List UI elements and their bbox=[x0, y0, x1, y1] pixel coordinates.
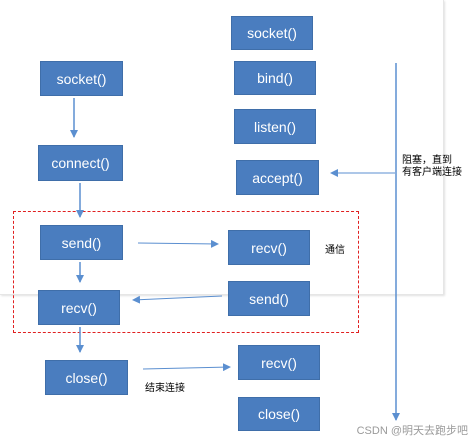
server-accept-label: accept() bbox=[252, 169, 303, 186]
server-bind-label: bind() bbox=[257, 70, 293, 86]
blocking-annotation-line1: 阻塞，直到 bbox=[402, 155, 452, 166]
blocking-annotation-line2: 有客户端连接 bbox=[402, 167, 462, 178]
client-close-box: close() bbox=[45, 360, 128, 395]
client-connect-box: connect() bbox=[38, 145, 123, 181]
client-send-label: send() bbox=[61, 234, 102, 251]
server-bind-box: bind() bbox=[234, 61, 316, 95]
server-socket-label: socket() bbox=[247, 25, 297, 41]
server-accept-box: accept() bbox=[236, 160, 319, 195]
server-recv2-box: recv() bbox=[238, 345, 320, 380]
server-listen-label: listen() bbox=[253, 118, 296, 135]
communication-label: 通信 bbox=[325, 245, 345, 256]
server-listen-box: listen() bbox=[234, 109, 316, 144]
client-connect-label: connect() bbox=[51, 155, 110, 171]
client-send-box: send() bbox=[40, 225, 123, 260]
client-recv-label: recv() bbox=[61, 299, 97, 316]
blocking-annotation: 阻塞，直到 有客户端连接 bbox=[402, 155, 462, 179]
client-socket-label: socket() bbox=[56, 70, 107, 87]
server-recv-box: recv() bbox=[228, 230, 310, 265]
server-send-box: send() bbox=[228, 281, 310, 316]
server-close-box: close() bbox=[238, 397, 320, 431]
end-connection-label: 结束连接 bbox=[145, 383, 185, 394]
arrow-client-send-to-server-recv bbox=[137, 239, 219, 248]
client-close-label: close() bbox=[65, 369, 108, 386]
client-socket-box: socket() bbox=[40, 61, 123, 96]
arrow-server-send-to-client-recv bbox=[132, 295, 223, 304]
client-recv-box: recv() bbox=[38, 290, 120, 325]
watermark: CSDN @明天去跑步吧 bbox=[356, 425, 468, 437]
server-recv-label: recv() bbox=[251, 239, 287, 256]
communication-dashed-region bbox=[13, 211, 359, 333]
server-close-label: close() bbox=[257, 406, 300, 422]
server-socket-box: socket() bbox=[231, 16, 313, 50]
server-recv2-label: recv() bbox=[261, 354, 297, 371]
arrow-client-close-to-server-recv bbox=[142, 363, 231, 372]
server-send-label: send() bbox=[249, 290, 289, 307]
